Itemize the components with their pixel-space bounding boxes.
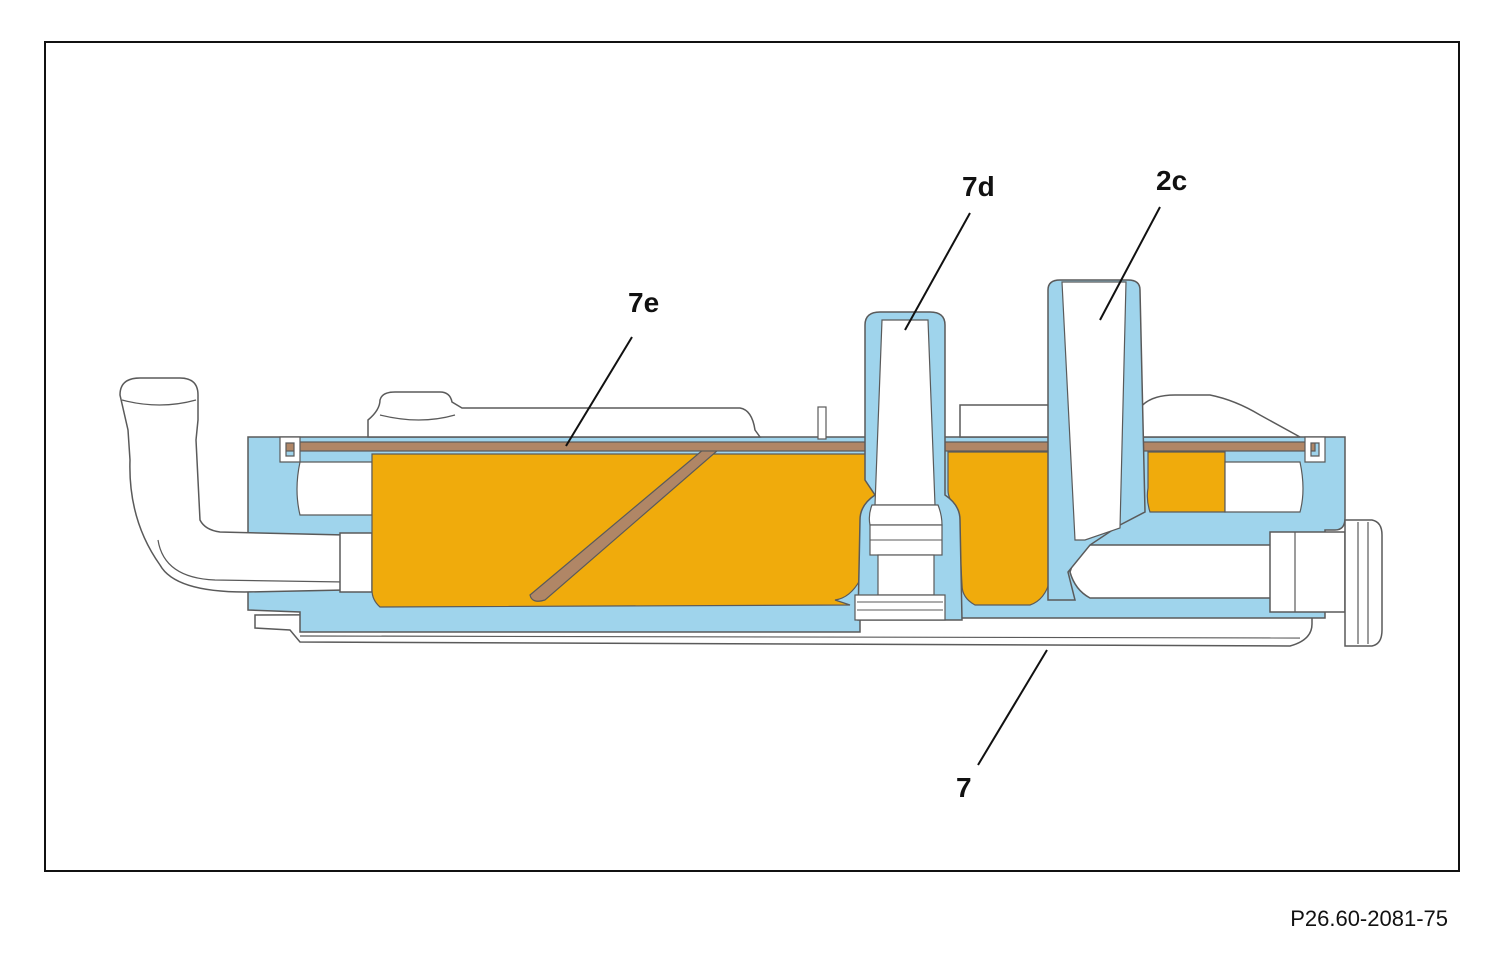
diagram-frame [44, 41, 1460, 872]
figure-reference: P26.60-2081-75 [1290, 906, 1448, 931]
callout-2c: 2c [1156, 165, 1187, 196]
inlet-hose [119, 377, 346, 593]
callout-7d: 7d [962, 171, 995, 202]
diagonal-baffle [529, 443, 727, 602]
left-cavity [296, 461, 373, 516]
leader-2c [1099, 206, 1161, 321]
outlet-connector [1344, 519, 1383, 647]
callout-7e: 7e [628, 287, 659, 318]
leader-7 [977, 649, 1048, 766]
fluid-chamber-right [1146, 451, 1226, 513]
top-cover-left [367, 391, 762, 438]
right-cavity [1224, 461, 1304, 513]
fluid-chamber-middle [947, 451, 1051, 606]
cover-plate-7e [284, 441, 1316, 452]
leader-7d [904, 212, 971, 331]
leader-7e [565, 336, 633, 447]
callout-7: 7 [956, 772, 972, 803]
top-cover-right [959, 404, 1053, 438]
